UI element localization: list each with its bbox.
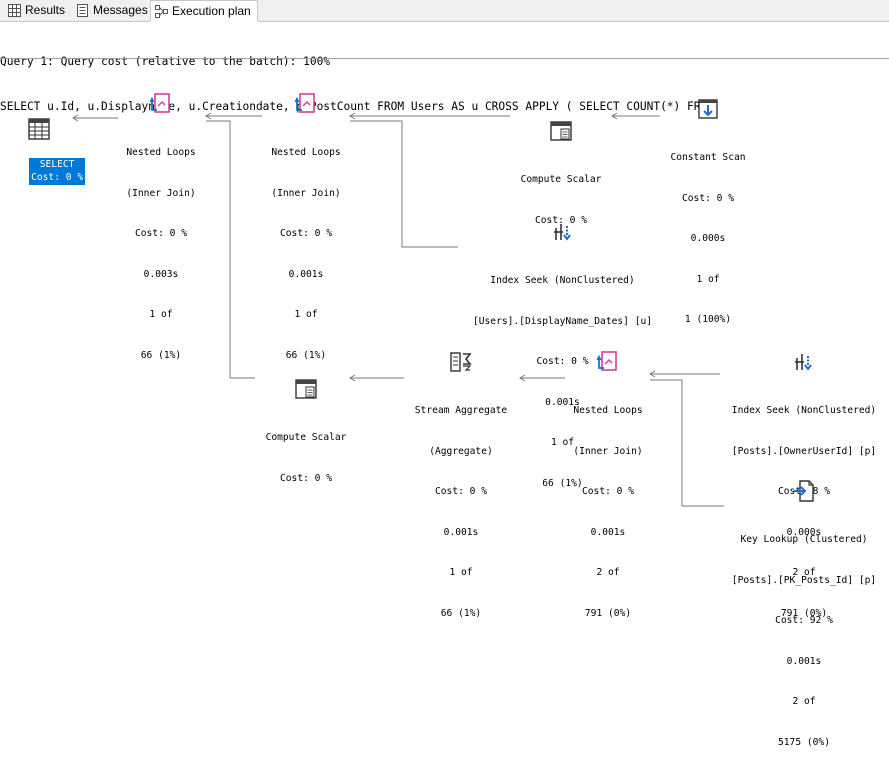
node-estimate: 66 (1%) — [440, 607, 482, 619]
node-cost: Cost: 0 % — [280, 472, 332, 484]
node-label: Index Seek (NonClustered) — [490, 275, 635, 286]
node-sublabel: (Aggregate) — [429, 445, 493, 457]
node-label: SELECT — [39, 158, 75, 170]
grid-icon — [8, 3, 21, 17]
nested-loops-icon — [596, 351, 617, 371]
node-label: Nested Loops — [271, 147, 341, 158]
node-cost: Cost: 8 % — [778, 486, 830, 497]
plan-node-index-seek-users[interactable]: Index Seek (NonClustered) [Users].[Displ… — [455, 193, 670, 517]
node-label: Nested Loops — [573, 405, 643, 416]
node-cost: Cost: 0 % — [536, 356, 589, 367]
nested-loops-icon — [294, 93, 315, 113]
node-object: [Posts].[OwnerUserId] [p] — [731, 445, 877, 457]
tab-results[interactable]: Results — [4, 0, 71, 20]
execution-plan-canvas: SELECT Cost: 0 % Nested Loops (Inner Join… — [0, 60, 889, 748]
nested-loops-icon — [149, 93, 170, 113]
node-object: [Users].[DisplayName_Dates] [u] — [472, 315, 653, 327]
node-estimate: 5175 (0%) — [778, 736, 830, 748]
stream-aggregate-icon — [450, 352, 472, 372]
compute-scalar-icon — [550, 121, 572, 141]
node-estimate: 791 (0%) — [584, 607, 632, 619]
constant-scan-icon — [698, 99, 718, 119]
node-cost: Cost: 0 % — [682, 192, 734, 204]
plan-node-nested-loops-1[interactable]: Nested Loops (Inner Join) Cost: 0 % 0.00… — [100, 65, 222, 389]
node-estimate: 66 (1%) — [285, 349, 327, 361]
edge-nl1-cs2 — [206, 120, 255, 379]
node-time: 0.000s — [786, 526, 822, 538]
plan-node-stream-aggregate[interactable]: Stream Aggregate (Aggregate) Cost: 0 % 0… — [400, 323, 522, 647]
node-cost: Cost: 0 % — [31, 172, 84, 183]
node-label: Index Seek (NonClustered) — [731, 405, 877, 416]
node-rows: 1 of — [149, 309, 173, 320]
node-estimate: 66 (1%) — [542, 477, 583, 489]
messages-icon — [77, 3, 88, 17]
node-cost: Cost: 0 % — [280, 228, 332, 239]
tab-execution-plan-label: Execution plan — [172, 4, 251, 18]
node-label: Compute Scalar — [520, 174, 602, 185]
node-time: 0.001s — [288, 268, 324, 280]
node-time: 0.001s — [545, 396, 580, 408]
plan-node-select[interactable]: SELECT Cost: 0 % — [6, 90, 86, 198]
node-label: Stream Aggregate — [414, 405, 508, 416]
node-time: 0.003s — [143, 268, 179, 280]
node-label: Nested Loops — [126, 147, 196, 158]
node-rows: 1 of — [449, 567, 473, 578]
node-time: 0.001s — [786, 655, 822, 667]
node-time: 0.001s — [443, 526, 479, 538]
node-label: Key Lookup (Clustered) — [740, 534, 868, 545]
node-rows: 1 of — [550, 437, 575, 448]
select-icon — [28, 118, 50, 140]
index-seek-icon — [553, 224, 571, 241]
plan-node-compute-scalar-2[interactable]: Compute Scalar Cost: 0 % — [250, 350, 362, 512]
node-cost: Cost: 0 % — [135, 228, 187, 239]
node-object: [Posts].[PK_Posts_Id] [p] — [731, 574, 877, 586]
plan-node-compute-scalar-1[interactable]: Compute Scalar Cost: 0 % — [505, 92, 617, 254]
query-text-line: SELECT u.Id, u.Displayname, u.Creationda… — [0, 100, 714, 113]
node-estimate: 1 (100%) — [684, 314, 732, 325]
edge-nl3-kl — [650, 379, 724, 507]
node-cost: Cost: 0 % — [582, 486, 634, 497]
node-sublabel: (Inner Join) — [126, 187, 196, 199]
plan-node-nested-loops-2[interactable]: Nested Loops (Inner Join) Cost: 0 % 0.00… — [245, 65, 367, 389]
index-seek-icon — [795, 354, 812, 371]
plan-node-key-lookup[interactable]: Key Lookup (Clustered) [Posts].[PK_Posts… — [719, 452, 889, 776]
tab-messages[interactable]: Messages — [72, 0, 154, 20]
result-tabbar: Results Messages Execution plan — [0, 0, 889, 22]
tab-messages-label: Messages — [93, 3, 148, 17]
tab-results-label: Results — [25, 3, 66, 17]
node-sublabel: (Inner Join) — [573, 445, 643, 457]
plan-node-nested-loops-3[interactable]: Nested Loops (Inner Join) Cost: 0 % 0.00… — [547, 323, 669, 647]
node-rows: 1 of — [294, 309, 318, 320]
node-label: Compute Scalar — [265, 432, 347, 443]
select-highlight: SELECT Cost: 0 % — [29, 157, 86, 185]
node-time: 0.000s — [690, 233, 726, 244]
node-time: 0.001s — [590, 526, 626, 538]
node-rows: 1 of — [696, 273, 720, 285]
node-cost: Cost: 0 % — [535, 214, 587, 226]
plan-node-constant-scan[interactable]: Constant Scan Cost: 0 % 0.000s 1 of 1 (1… — [653, 70, 763, 354]
header-divider — [0, 58, 889, 59]
plan-edges — [72, 112, 724, 507]
node-sublabel: (Inner Join) — [271, 187, 341, 199]
key-lookup-icon — [794, 480, 814, 502]
node-cost: Cost: 92 % — [775, 615, 833, 626]
tab-execution-plan[interactable]: Execution plan — [150, 0, 258, 22]
node-estimate: 66 (1%) — [140, 349, 182, 361]
node-rows: 2 of — [792, 696, 816, 707]
node-rows: 2 of — [596, 567, 620, 578]
node-label: Constant Scan — [670, 152, 746, 163]
node-cost: Cost: 0 % — [435, 486, 487, 497]
plan-icon — [155, 4, 168, 18]
edge-nl2-is1 — [350, 120, 458, 248]
compute-scalar-icon — [295, 379, 317, 399]
